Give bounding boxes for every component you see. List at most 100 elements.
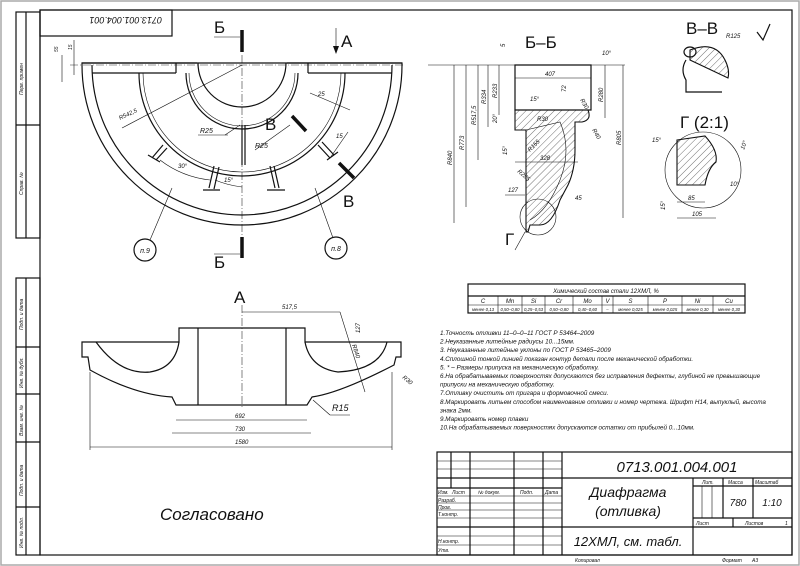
note-line: 2.Неуказанные литейные радиусы 10...15мм… — [439, 338, 575, 346]
section-bb-view: Б–Б 407 5 10° R840 R773 R517,5 R334 R233… — [428, 33, 625, 251]
title-block: 0713.001.004.001 Диафрагма (отливка) 12Х… — [436, 451, 793, 564]
svg-text:п.9: п.9 — [140, 248, 150, 255]
svg-text:127: 127 — [356, 322, 362, 333]
svg-text:А3: А3 — [751, 558, 758, 564]
svg-text:10°: 10° — [730, 182, 740, 188]
chem-header: Cr — [556, 299, 563, 305]
svg-text:10°: 10° — [602, 51, 612, 57]
svg-text:10°: 10° — [740, 140, 749, 151]
svg-text:15: 15 — [68, 44, 74, 50]
svg-text:1: 1 — [785, 521, 788, 527]
svg-text:Б: Б — [214, 18, 225, 37]
note-line: 8.Маркировать литьем способом наименован… — [440, 398, 766, 406]
svg-text:R840: R840 — [448, 150, 454, 165]
callout-p9 — [133, 238, 157, 262]
approval-label: Согласовано — [160, 505, 264, 524]
svg-text:517,5: 517,5 — [282, 305, 298, 311]
chem-value: менее 0,025 — [653, 307, 678, 312]
svg-text:72: 72 — [562, 85, 568, 92]
svg-text:R542,5: R542,5 — [118, 108, 139, 122]
svg-text:В–В: В–В — [686, 19, 718, 38]
chem-header: Si — [531, 299, 537, 305]
svg-text:R773: R773 — [460, 135, 466, 150]
svg-text:127: 127 — [508, 188, 519, 194]
svg-text:Формат: Формат — [722, 558, 742, 564]
chem-header: V — [605, 299, 610, 305]
svg-text:R30: R30 — [401, 375, 414, 387]
chem-header: Cu — [725, 299, 733, 305]
svg-text:85: 85 — [688, 196, 695, 202]
strip-label: Взам. инв. № — [19, 404, 25, 436]
chem-value: менее 0,13 — [472, 307, 495, 312]
svg-text:15: 15 — [336, 134, 343, 140]
svg-text:Дата: Дата — [544, 490, 558, 496]
svg-text:15°: 15° — [661, 200, 667, 210]
part-name-sub: (отливка) — [595, 503, 661, 519]
chem-value: 0,50–0,80 — [549, 307, 569, 312]
svg-text:R30: R30 — [537, 117, 549, 123]
svg-text:R15: R15 — [332, 403, 350, 413]
svg-text:п.8: п.8 — [331, 246, 341, 253]
chem-value: менее 0,30 — [718, 307, 741, 312]
strip-label: Инв. № подл. — [19, 517, 25, 548]
chem-value: 0,50–0,80 — [500, 307, 520, 312]
svg-text:Подп.: Подп. — [520, 490, 533, 496]
svg-text:Пров.: Пров. — [438, 505, 451, 511]
material: 12ХМЛ, см. табл. — [574, 534, 683, 549]
svg-text:Т.контр.: Т.контр. — [438, 512, 458, 518]
svg-text:В: В — [265, 115, 276, 134]
svg-text:R25: R25 — [255, 143, 268, 150]
svg-text:R40: R40 — [590, 128, 601, 141]
svg-text:730: 730 — [235, 427, 246, 433]
chem-value: – — [605, 307, 609, 312]
chem-header: Ni — [695, 299, 701, 305]
svg-text:А: А — [341, 32, 353, 51]
svg-text:1580: 1580 — [235, 440, 249, 446]
note-line: 3. Неуказанные литейные уклоны по ГОСТ Р… — [440, 346, 611, 354]
chem-header: S — [628, 299, 632, 305]
svg-text:R805: R805 — [617, 130, 623, 145]
svg-text:R30: R30 — [578, 98, 589, 111]
svg-text:20°: 20° — [493, 113, 499, 124]
svg-text:25: 25 — [317, 92, 325, 98]
svg-text:Изм.: Изм. — [438, 490, 449, 496]
designation-stamp: 0713.001.004.001 — [39, 9, 173, 37]
scale-value: 1:10 — [762, 498, 782, 509]
chem-header: P — [663, 299, 667, 305]
svg-text:15°: 15° — [652, 138, 662, 144]
svg-text:Н.контр.: Н.контр. — [438, 539, 459, 545]
drawing-number: 0713.001.004.001 — [617, 459, 738, 476]
svg-text:Химический состав стали 12ХМЛ,: Химический состав стали 12ХМЛ, % — [552, 288, 659, 295]
svg-text:R517,5: R517,5 — [472, 105, 478, 125]
strip-label: Инв. № дубл. — [19, 357, 25, 388]
roughness-icon — [756, 23, 771, 42]
svg-text:55: 55 — [54, 46, 60, 52]
svg-text:407: 407 — [545, 72, 556, 78]
svg-text:Г (2:1): Г (2:1) — [680, 113, 729, 132]
note-line: 5. * – Размеры припуска на механическую … — [440, 363, 599, 371]
note-line: 7.Отливку очистить от пригара и формовоч… — [440, 389, 608, 397]
chem-header: C — [481, 299, 486, 305]
chem-value: 0,40–0,60 — [578, 307, 598, 312]
svg-text:15°: 15° — [224, 178, 234, 184]
svg-text:R25: R25 — [200, 128, 213, 135]
chemistry-table: Химический состав стали 12ХМЛ, % Cменее … — [467, 283, 746, 314]
svg-text:45: 45 — [575, 196, 582, 202]
note-line: 10.На обрабатываемых поверхностях допуск… — [440, 424, 695, 432]
svg-text:R280: R280 — [599, 87, 605, 102]
section-vv-view: В–В R125 — [682, 19, 771, 93]
svg-text:R233: R233 — [493, 83, 499, 98]
svg-text:Б–Б: Б–Б — [525, 33, 557, 52]
note-line: припуски на механическую обработку. — [440, 381, 555, 389]
plan-view: 55 15 R542,5 R25 R25 25 15 30° 15° Б Б А… — [54, 18, 405, 272]
svg-text:30°: 30° — [178, 164, 188, 170]
note-line: 4.Сплошной тонкой линией показан контур … — [440, 355, 693, 363]
note-line: знака 2мм. — [439, 407, 472, 414]
svg-text:692: 692 — [235, 414, 246, 420]
svg-text:Листов: Листов — [744, 521, 764, 527]
svg-text:А: А — [234, 288, 246, 307]
svg-text:R125: R125 — [726, 34, 741, 40]
part-name: Диафрагма — [588, 484, 667, 500]
svg-text:328: 328 — [540, 156, 551, 162]
chem-value: менее 0,025 — [618, 307, 643, 312]
